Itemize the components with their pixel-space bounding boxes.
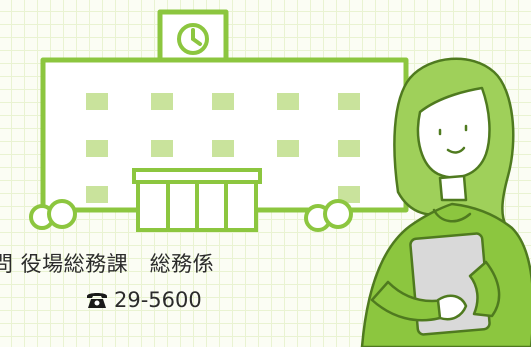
window — [86, 140, 108, 157]
contact-info: 問 役場総務課 総務係 29-5600 — [0, 249, 312, 312]
eyes — [438, 124, 468, 136]
neck — [438, 174, 468, 202]
window — [212, 140, 234, 157]
window — [86, 93, 108, 110]
face — [416, 86, 491, 179]
person-illustration — [360, 57, 531, 347]
mouth — [446, 146, 466, 154]
phone-line: 29-5600 — [86, 285, 202, 315]
window — [338, 140, 360, 157]
window — [151, 140, 173, 157]
building-windows — [86, 93, 360, 203]
department-line: 問 役場総務課 総務係 — [0, 252, 215, 276]
window — [277, 140, 299, 157]
window — [212, 93, 234, 110]
phone-number[interactable]: 29-5600 — [114, 288, 202, 312]
window — [86, 186, 108, 203]
entrance — [132, 168, 262, 232]
collar — [432, 208, 472, 223]
window — [338, 93, 360, 110]
shrubs — [29, 199, 353, 232]
clock-icon — [177, 23, 209, 55]
hands — [436, 294, 468, 321]
telephone-icon — [87, 293, 107, 308]
window — [338, 186, 360, 203]
window — [277, 93, 299, 110]
window — [151, 93, 173, 110]
